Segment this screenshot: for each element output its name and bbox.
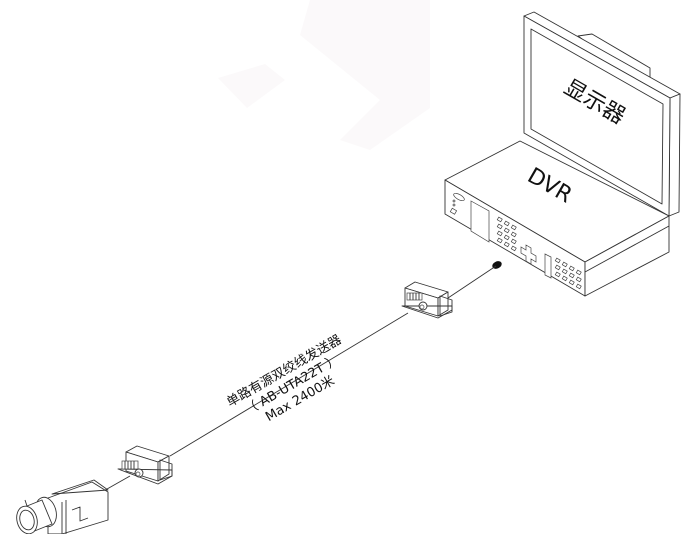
dvr-keypad-right — [554, 257, 582, 290]
receiver-terminal-block — [406, 292, 423, 301]
cable-label: 单路有源双绞线发送器 （ AB-UTA22T ） Max 2400米 — [224, 332, 345, 425]
dvr-keypad-left — [496, 216, 517, 252]
transmitter-terminal-block — [121, 460, 139, 470]
watermark — [218, 0, 430, 150]
dvr-front-panel — [449, 192, 582, 290]
dvr: DVR — [444, 140, 670, 297]
transmitter-balun — [117, 445, 173, 485]
monitor: 显示器 — [523, 11, 681, 217]
dvr-video-port — [492, 261, 502, 269]
dvr-dpad-icon — [520, 244, 537, 265]
receiver-balun — [401, 281, 453, 319]
camera — [16, 479, 109, 535]
